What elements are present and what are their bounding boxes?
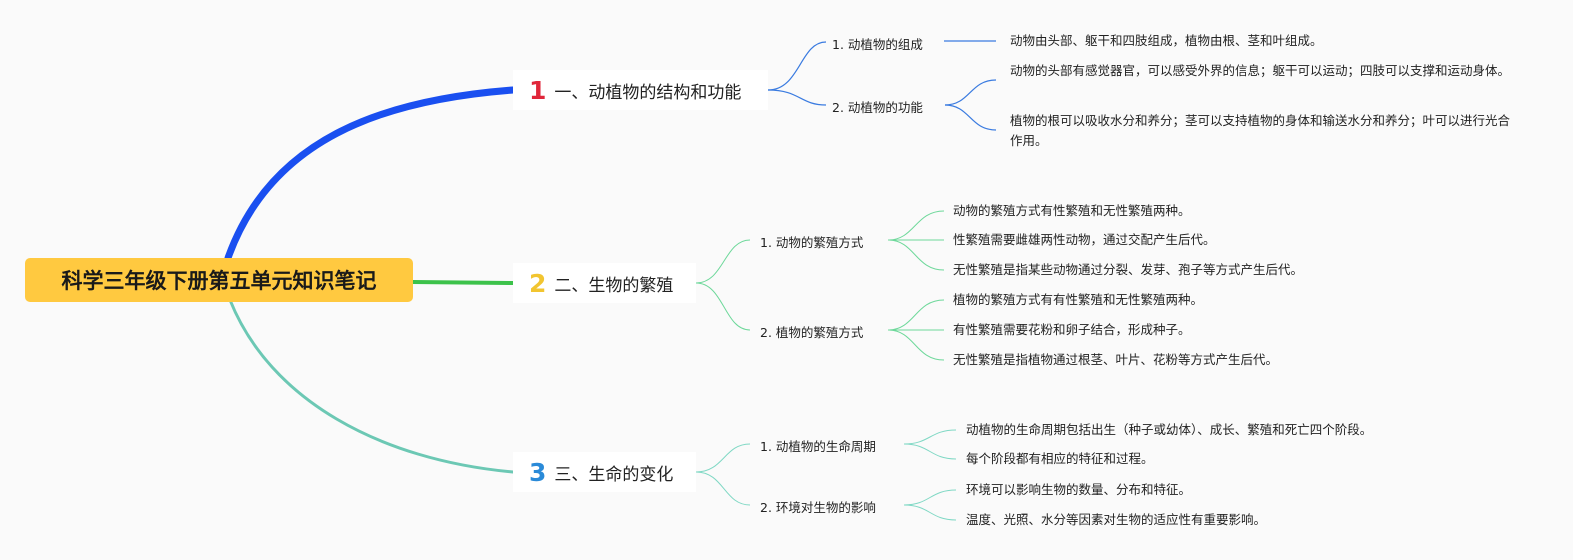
leaf-note[interactable]: 性繁殖需要雌雄两性动物，通过交配产生后代。 [953, 232, 1216, 247]
leaf-note[interactable]: 动物由头部、躯干和四肢组成，植物由根、茎和叶组成。 [1010, 33, 1323, 48]
b2-sub1-leaf3-link [887, 239, 945, 271]
leaf-note[interactable]: 无性繁殖是指植物通过根茎、叶片、花粉等方式产生后代。 [953, 352, 1279, 367]
leaf-note[interactable]: 每个阶段都有相应的特征和过程。 [966, 451, 1154, 466]
branch1-sub1-link [767, 41, 827, 91]
sub2-leaf2-link [944, 104, 997, 131]
subtopic-function[interactable]: 2. 动植物的功能 [832, 100, 923, 115]
leaf-note[interactable]: 动物的头部有感觉器官，可以感受外界的信息；躯干可以运动；四肢可以支撑和运动身体。 [1010, 63, 1511, 78]
branch3-sub2-link [695, 471, 751, 506]
branch-title: 二、生物的繁殖 [554, 275, 674, 296]
leaf-note[interactable]: 植物的根可以吸收水分和养分；茎可以支持植物的身体和输送水分和养分；叶可以进行光合… [1010, 113, 1511, 148]
number-badge-2: 2 [529, 268, 547, 298]
branch2-sub2-link [695, 282, 751, 331]
root-branch1-link [224, 86, 517, 262]
subtopic-composition[interactable]: 1. 动植物的组成 [832, 37, 923, 52]
leaf-note[interactable]: 植物的繁殖方式有有性繁殖和无性繁殖两种。 [953, 292, 1204, 307]
branch-title: 一、动植物的结构和功能 [554, 82, 742, 103]
branch-reproduction[interactable]: 2 二、生物的繁殖 [513, 263, 696, 303]
branch-structure-function[interactable]: 1 一、动植物的结构和功能 [513, 70, 768, 110]
root-title: 科学三年级下册第五单元知识笔记 [61, 269, 377, 293]
branch3-sub1-link [695, 443, 751, 473]
subtopic-animal-reproduction[interactable]: 1. 动物的繁殖方式 [760, 235, 864, 250]
b2-sub2-leaf1-link [887, 299, 945, 331]
leaf-note[interactable]: 无性繁殖是指某些动物通过分裂、发芽、孢子等方式产生后代。 [953, 262, 1304, 277]
branch2-sub1-link [695, 239, 751, 284]
number-badge-1: 1 [529, 75, 547, 105]
b3-sub1-leaf2-link [903, 443, 957, 460]
leaf-note[interactable]: 动物的繁殖方式有性繁殖和无性繁殖两种。 [953, 203, 1191, 218]
subtopic-life-cycle[interactable]: 1. 动植物的生命周期 [760, 439, 876, 454]
root-topic[interactable]: 科学三年级下册第五单元知识笔记 [25, 258, 413, 302]
leaf-note[interactable]: 有性繁殖需要花粉和卵子结合，形成种子。 [953, 322, 1191, 337]
b3-sub2-leaf2-link [903, 504, 957, 521]
sub2-leaf1-link [944, 79, 997, 106]
subtopic-plant-reproduction[interactable]: 2. 植物的繁殖方式 [760, 325, 864, 340]
leaf-note[interactable]: 环境可以影响生物的数量、分布和特征。 [966, 482, 1192, 497]
branch-title: 三、生命的变化 [554, 464, 674, 485]
b2-sub1-leaf1-link [887, 210, 945, 241]
branch1-sub2-link [767, 89, 827, 106]
branch-life-change[interactable]: 3 三、生命的变化 [513, 452, 696, 492]
root-branch2-link [411, 280, 515, 285]
b3-sub1-leaf1-link [903, 429, 957, 445]
b2-sub2-leaf3-link [887, 329, 945, 361]
subtopic-environment-effect[interactable]: 2. 环境对生物的影响 [760, 500, 876, 515]
leaf-note[interactable]: 温度、光照、水分等因素对生物的适应性有重要影响。 [966, 512, 1267, 527]
root-branch3-link [228, 298, 515, 474]
number-badge-3: 3 [529, 457, 547, 487]
leaf-note[interactable]: 动植物的生命周期包括出生（种子或幼体）、成长、繁殖和死亡四个阶段。 [966, 422, 1373, 437]
b3-sub2-leaf1-link [903, 489, 957, 506]
